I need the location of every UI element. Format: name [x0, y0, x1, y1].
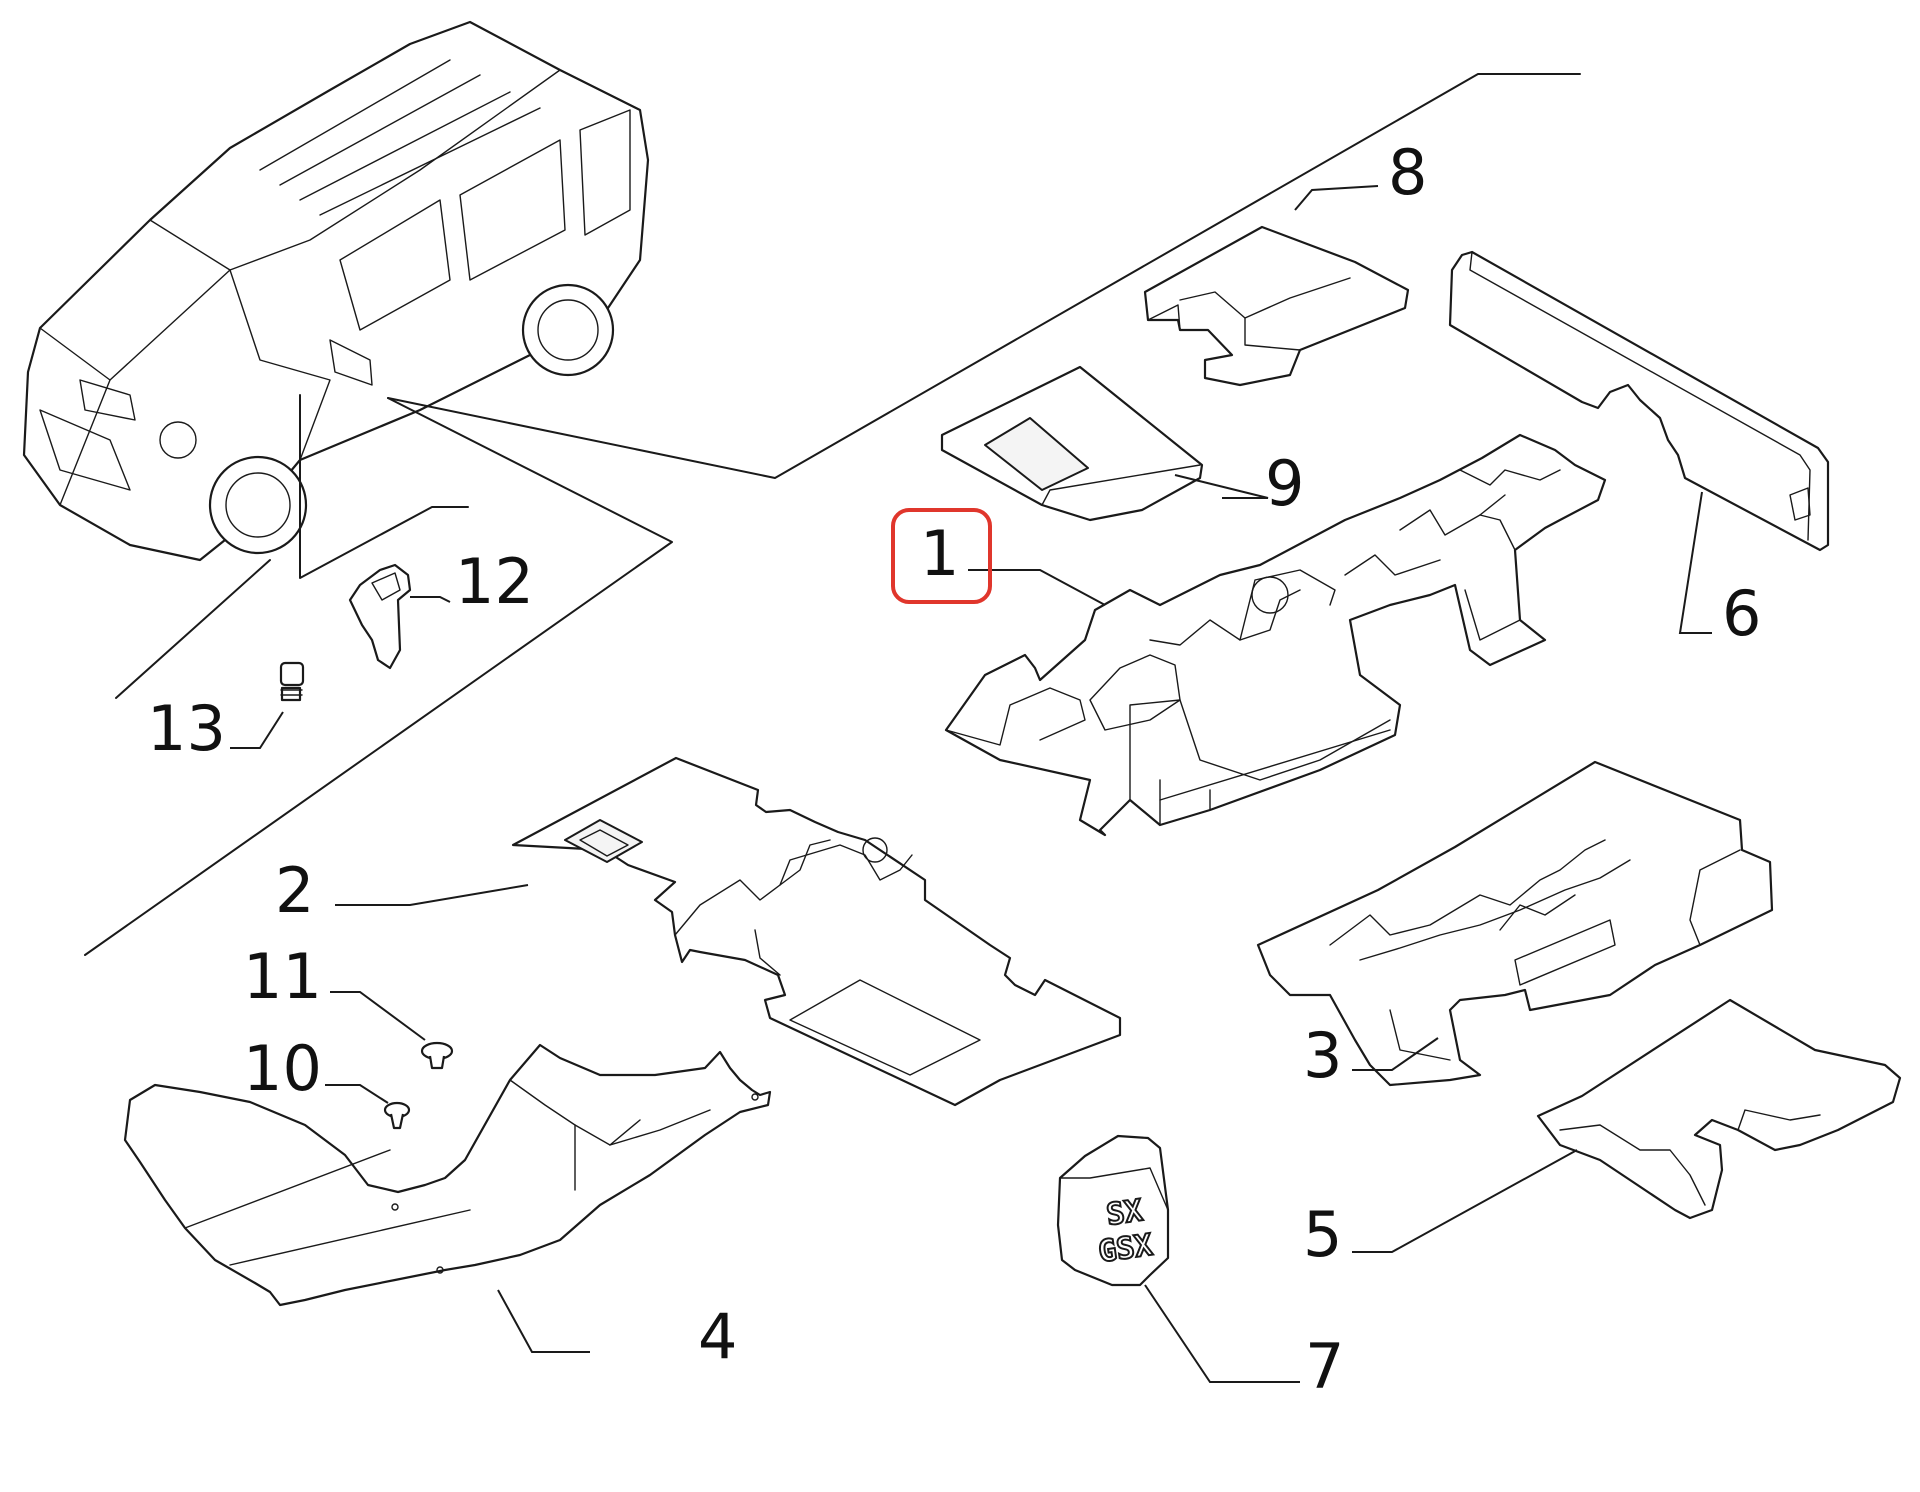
part-7-cover-cap: SX GSX: [1056, 1134, 1170, 1287]
callout-2[interactable]: 2: [275, 854, 314, 927]
callout-6[interactable]: 6: [1722, 577, 1761, 650]
assembly-frame-lines: [84, 73, 1581, 956]
callout-9[interactable]: 9: [1265, 447, 1304, 520]
callout-7[interactable]: 7: [1305, 1330, 1344, 1403]
callout-1-highlight: [891, 508, 992, 604]
callout-8[interactable]: 8: [1388, 136, 1427, 209]
callout-13[interactable]: 13: [147, 692, 226, 765]
part-6-side-panel: [1448, 250, 1830, 552]
callout-10[interactable]: 10: [243, 1032, 322, 1105]
part-7-stamp-line-1: SX: [1104, 1193, 1145, 1233]
part-10-clip-pin: [383, 1101, 411, 1130]
part-5-small-foam-tray: [1536, 998, 1902, 1220]
callout-5[interactable]: 5: [1303, 1198, 1342, 1271]
part-8-foam-block: [1143, 225, 1410, 387]
callout-1[interactable]: 1: [920, 517, 959, 590]
callout-12[interactable]: 12: [455, 545, 534, 618]
part-4-floor-mat: [123, 1043, 772, 1307]
callout-4[interactable]: 4: [698, 1300, 737, 1373]
callout-3[interactable]: 3: [1303, 1019, 1342, 1092]
vehicle-illustration: [22, 20, 650, 562]
part-1-main-foam-tray: [944, 433, 1607, 837]
part-2-front-foam-tray: [511, 756, 1122, 1107]
part-12-clip: [348, 563, 412, 670]
part-9-foam-pad: [940, 365, 1204, 522]
part-7-stamp-line-2: GSX: [1096, 1228, 1155, 1270]
part-3-rear-foam-tray: [1256, 760, 1774, 1087]
callout-numbers: 1 2 3 4 5 6 7 8 9 10 11 12 13: [147, 136, 1761, 1403]
part-11-grommet: [420, 1041, 454, 1070]
part-13-bolt: [279, 661, 305, 702]
callout-11[interactable]: 11: [243, 940, 322, 1013]
